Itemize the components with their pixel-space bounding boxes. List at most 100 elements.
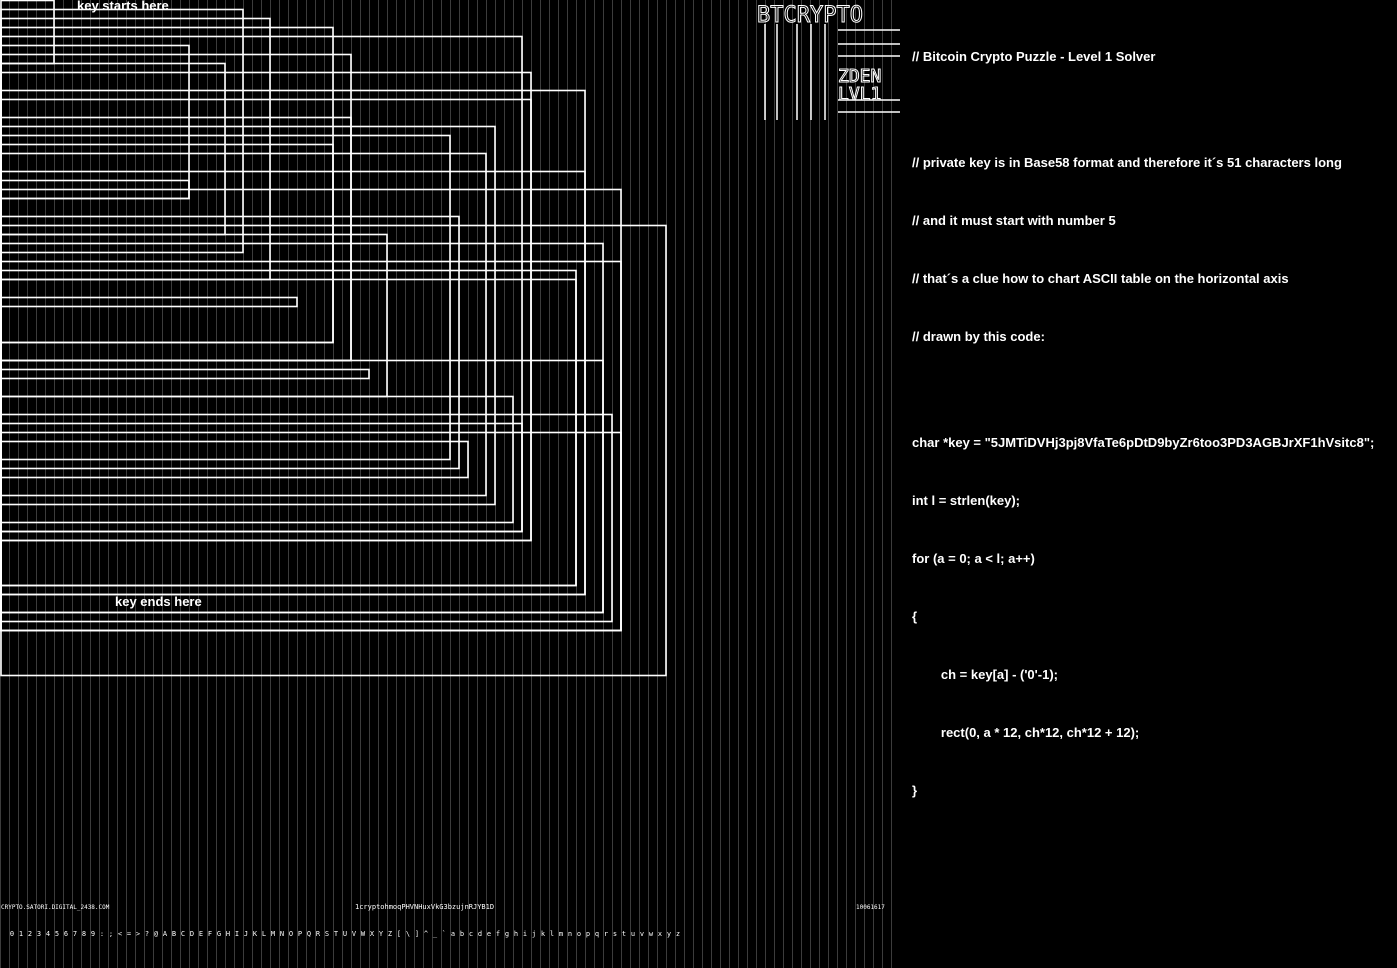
axis-char-label: n bbox=[568, 930, 572, 938]
axis-char-label: O bbox=[289, 930, 293, 938]
axis-char-label: 0 bbox=[10, 930, 14, 938]
axis-char-label: Y bbox=[379, 930, 384, 938]
axis-char-label: q bbox=[595, 930, 599, 938]
axis-char-label: E bbox=[199, 930, 203, 938]
axis-char-label: Q bbox=[307, 930, 311, 938]
footer-right: 10061617 bbox=[856, 904, 885, 911]
axis-char-label: = bbox=[127, 930, 131, 938]
axis-char-label: d bbox=[478, 930, 482, 938]
axis-char-label: N bbox=[280, 930, 284, 938]
axis-char-label: v bbox=[640, 930, 644, 938]
key-char-rect bbox=[0, 440, 469, 479]
code-line-3: for (a = 0; a < l; a++) bbox=[912, 551, 1035, 567]
axis-char-label: Z bbox=[388, 930, 392, 938]
axis-char-label: @ bbox=[154, 930, 159, 938]
axis-char-label: K bbox=[253, 930, 258, 938]
key-char-rect bbox=[0, 188, 622, 632]
key-start-label: key starts here bbox=[77, 0, 169, 13]
key-char-rect bbox=[0, 53, 352, 362]
axis-char-label: \ bbox=[406, 930, 410, 938]
axis-char-label: j bbox=[532, 930, 536, 938]
key-char-rect bbox=[0, 260, 622, 632]
axis-char-label: m bbox=[559, 930, 563, 938]
axis-char-label: 9 bbox=[91, 930, 95, 938]
axis-char-label: 5 bbox=[55, 930, 59, 938]
axis-char-label: a bbox=[451, 930, 455, 938]
axis-char-label: g bbox=[505, 930, 509, 938]
axis-char-label: L bbox=[262, 930, 266, 938]
axis-char-label: o bbox=[577, 930, 581, 938]
key-char-rect bbox=[0, 98, 532, 542]
code-line-1: char *key = "5JMTiDVHj3pj8VfaTe6pDtD9byZ… bbox=[912, 435, 1375, 451]
key-end-label: key ends here bbox=[115, 594, 202, 609]
axis-char-label: < bbox=[118, 930, 122, 938]
axis-char-label: e bbox=[487, 930, 491, 938]
axis-char-label: 2 bbox=[28, 930, 32, 938]
axis-char-label: ? bbox=[145, 930, 149, 938]
axis-char-label: ^ bbox=[424, 930, 428, 938]
axis-char-label: c bbox=[469, 930, 473, 938]
logo-glyph-lines bbox=[764, 24, 900, 120]
axis-char-label: k bbox=[541, 930, 546, 938]
axis-char-label: B bbox=[172, 930, 176, 938]
code-comment-title: // Bitcoin Crypto Puzzle - Level 1 Solve… bbox=[912, 48, 1156, 64]
axis-char-label: F bbox=[208, 930, 212, 938]
key-char-rect bbox=[0, 368, 370, 380]
logo-side-text: ZDEN bbox=[838, 66, 881, 87]
key-char-rect bbox=[0, 296, 298, 308]
axis-char-label: J bbox=[244, 930, 248, 938]
axis-char-label: ; bbox=[109, 930, 113, 938]
code-line-6: rect(0, a * 12, ch*12, ch*12 + 12); bbox=[912, 724, 1140, 740]
code-panel: // Bitcoin Crypto Puzzle - Level 1 Solve… bbox=[912, 8, 1394, 819]
axis-char-label: A bbox=[163, 930, 168, 938]
axis-char-label: G bbox=[217, 930, 221, 938]
code-line-7: } bbox=[912, 782, 918, 798]
key-char-rect bbox=[0, 44, 190, 200]
axis-char-label: h bbox=[514, 930, 518, 938]
axis-char-label: X bbox=[370, 930, 375, 938]
axis-char-label: t bbox=[622, 930, 626, 938]
axis-char-label: 7 bbox=[73, 930, 77, 938]
axis-char-label: ] bbox=[415, 930, 419, 938]
axis-char-label: D bbox=[190, 930, 194, 938]
axis-char-label: S bbox=[325, 930, 329, 938]
axis-char-label: : bbox=[100, 930, 104, 938]
axis-char-label: l bbox=[550, 930, 554, 938]
axis-char-label: z bbox=[676, 930, 680, 938]
puzzle-canvas: BTCRYPTO ZDEN LVL1 key starts here key e… bbox=[0, 0, 902, 968]
logo: BTCRYPTO ZDEN LVL1 bbox=[757, 3, 900, 120]
key-char-rect bbox=[0, 431, 622, 632]
axis-char-label: R bbox=[316, 930, 321, 938]
axis-char-label: s bbox=[613, 930, 617, 938]
logo-side-text-2: LVL1 bbox=[838, 84, 881, 105]
key-rectangles bbox=[0, 0, 667, 677]
axis-char-label: > bbox=[136, 930, 140, 938]
code-comment-3: // and it must start with number 5 bbox=[912, 212, 1116, 228]
axis-char-label: x bbox=[658, 930, 662, 938]
axis-char-label: r bbox=[604, 930, 608, 938]
axis-char-label: 3 bbox=[37, 930, 41, 938]
axis-char-label: b bbox=[460, 930, 464, 938]
axis-char-label: V bbox=[352, 930, 357, 938]
axis-char-label: 8 bbox=[82, 930, 86, 938]
axis-char-label: f bbox=[496, 930, 500, 938]
code-comment-2: // private key is in Base58 format and t… bbox=[912, 155, 1342, 171]
axis-char-label: ` bbox=[442, 930, 446, 938]
axis-char-label: w bbox=[649, 930, 654, 938]
key-char-rect bbox=[0, 233, 388, 398]
footer-center: 1cryptohmoqPHVNHuxVkG3bzujnRJYB1D bbox=[355, 903, 494, 911]
axis-char-label: u bbox=[631, 930, 635, 938]
axis-char-label: W bbox=[361, 930, 366, 938]
key-char-rect bbox=[0, 125, 496, 506]
axis-char-label: y bbox=[667, 930, 671, 938]
code-line-2: int l = strlen(key); bbox=[912, 493, 1020, 509]
code-line-4: { bbox=[912, 608, 918, 624]
code-comment-5: // drawn by this code: bbox=[912, 328, 1045, 344]
axis-char-label: i bbox=[523, 930, 527, 938]
axis-char-label: I bbox=[235, 930, 239, 938]
axis-char-label: T bbox=[334, 930, 339, 938]
axis-char-label: 1 bbox=[19, 930, 23, 938]
code-comment-4: // that´s a clue how to chart ASCII tabl… bbox=[912, 270, 1289, 286]
key-char-rect bbox=[0, 26, 334, 344]
axis-char-label: 6 bbox=[64, 930, 68, 938]
